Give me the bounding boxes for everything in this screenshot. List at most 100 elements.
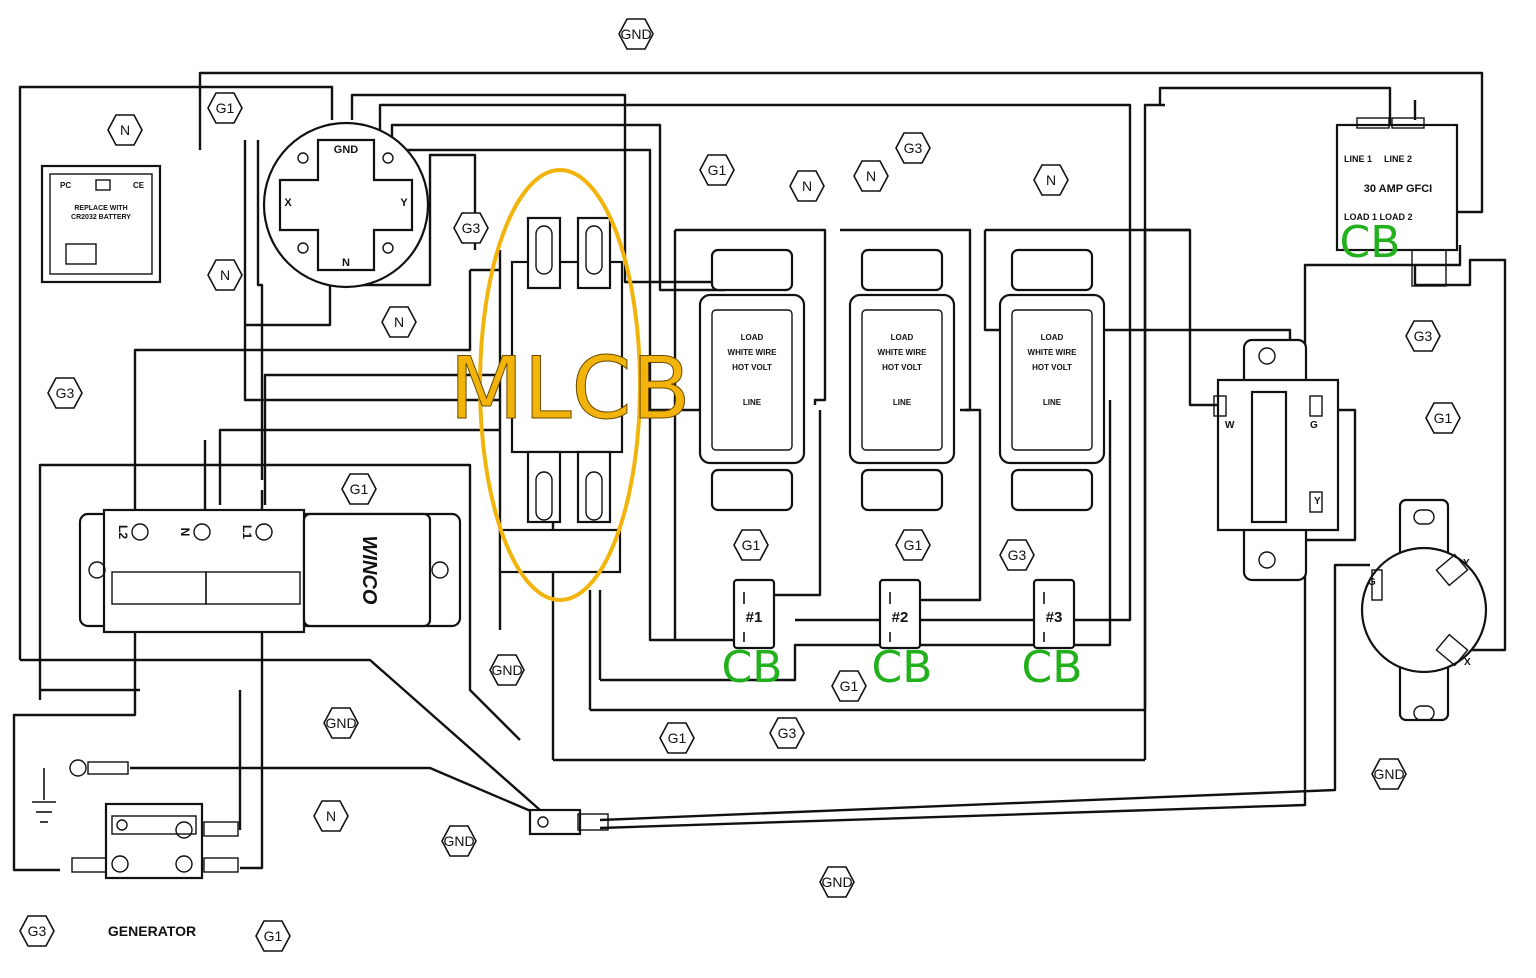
label-g1-generator: G1 bbox=[255, 920, 291, 952]
label-g3-left: G3 bbox=[47, 377, 83, 409]
label-g3-generator: G3 bbox=[19, 915, 55, 947]
svg-text:WINCO: WINCO bbox=[358, 536, 380, 605]
svg-text:N: N bbox=[394, 314, 404, 330]
wires bbox=[12, 71, 1507, 872]
svg-text:N: N bbox=[802, 178, 812, 194]
label-g1-br1: G1 bbox=[733, 529, 769, 561]
svg-text:G1: G1 bbox=[1434, 410, 1453, 426]
gfci-30-amp: LINE 1 LINE 2 30 AMP GFCI LOAD 1 LOAD 2 bbox=[1335, 117, 1459, 287]
svg-text:LOAD 1 LOAD 2: LOAD 1 LOAD 2 bbox=[1344, 212, 1413, 222]
svg-text:N: N bbox=[220, 267, 230, 283]
svg-text:G3: G3 bbox=[778, 725, 797, 741]
cb-label-3: CB bbox=[1022, 642, 1083, 693]
svg-text:HOT VOLT: HOT VOLT bbox=[882, 363, 922, 372]
cb-label-2: CB bbox=[872, 642, 933, 693]
svg-text:G3: G3 bbox=[28, 923, 47, 939]
battery-panel: PC CE REPLACE WITH CR2032 BATTERY bbox=[40, 164, 162, 284]
svg-text:G3: G3 bbox=[1008, 547, 1027, 563]
label-n-generator: N bbox=[313, 800, 349, 832]
label-g3-right: G3 bbox=[1405, 320, 1441, 352]
svg-text:G3: G3 bbox=[1414, 328, 1433, 344]
label-gnd-right: GND bbox=[1371, 758, 1407, 790]
svg-text:L2: L2 bbox=[116, 525, 130, 539]
label-g1-outlet: G1 bbox=[699, 154, 735, 186]
svg-text:G1: G1 bbox=[264, 928, 283, 944]
label-n-left: N bbox=[207, 259, 243, 291]
svg-text:G: G bbox=[1310, 420, 1318, 431]
svg-text:WHITE WIRE: WHITE WIRE bbox=[878, 348, 928, 357]
svg-text:G1: G1 bbox=[668, 730, 687, 746]
label-g3-receptacle: G3 bbox=[453, 212, 489, 244]
svg-text:G3: G3 bbox=[904, 140, 923, 156]
svg-text:Y: Y bbox=[1463, 558, 1470, 569]
svg-text:LINE: LINE bbox=[1043, 398, 1062, 407]
svg-text:G: G bbox=[1368, 577, 1376, 588]
label-g1-right: G1 bbox=[1425, 402, 1461, 434]
svg-text:CE: CE bbox=[133, 181, 145, 190]
transformer: W G Y bbox=[1213, 338, 1340, 582]
svg-text:N: N bbox=[178, 528, 192, 537]
round-receptacle: GND X Y N bbox=[262, 121, 430, 289]
svg-text:N: N bbox=[326, 808, 336, 824]
label-g1-br2: G1 bbox=[895, 529, 931, 561]
label-gnd-top: GND bbox=[618, 18, 654, 50]
svg-text:X: X bbox=[1464, 657, 1471, 668]
svg-text:Y: Y bbox=[1314, 496, 1321, 507]
svg-text:N: N bbox=[866, 168, 876, 184]
svg-text:LOAD: LOAD bbox=[741, 333, 764, 342]
label-g1-top: G1 bbox=[207, 92, 243, 124]
mlcb-highlight-ellipse bbox=[478, 168, 642, 602]
svg-text:WHITE WIRE: WHITE WIRE bbox=[1028, 348, 1078, 357]
svg-text:G1: G1 bbox=[350, 481, 369, 497]
gfci-outlet-2: LOAD WHITE WIRE HOT VOLT LINE bbox=[848, 248, 956, 512]
label-g3-br3: G3 bbox=[999, 539, 1035, 571]
svg-text:LINE 1: LINE 1 bbox=[1344, 154, 1372, 164]
svg-text:GND: GND bbox=[325, 715, 356, 731]
svg-text:X: X bbox=[284, 197, 292, 209]
label-n-receptacle: N bbox=[381, 306, 417, 338]
svg-text:LINE: LINE bbox=[893, 398, 912, 407]
svg-text:#3: #3 bbox=[1046, 609, 1063, 626]
breaker-3: #3 bbox=[1032, 578, 1076, 650]
wire-labels: GND GND GND GND GND GND G1 G1 bbox=[19, 18, 1461, 952]
svg-text:Y: Y bbox=[400, 197, 408, 209]
label-gnd-mid: GND bbox=[489, 654, 525, 686]
cb-label-1: CB bbox=[722, 642, 783, 693]
label-gnd-left: GND bbox=[323, 707, 359, 739]
label-n-top: N bbox=[107, 114, 143, 146]
svg-text:G1: G1 bbox=[216, 100, 235, 116]
svg-text:GND: GND bbox=[620, 26, 651, 42]
breaker-2: #2 bbox=[878, 578, 922, 650]
svg-text:HOT VOLT: HOT VOLT bbox=[1032, 363, 1072, 372]
gfci-outlet-1: LOAD WHITE WIRE HOT VOLT LINE bbox=[698, 248, 806, 512]
svg-text:LINE 2: LINE 2 bbox=[1384, 154, 1412, 164]
svg-text:GND: GND bbox=[821, 874, 852, 890]
svg-text:CR2032 BATTERY: CR2032 BATTERY bbox=[71, 214, 131, 221]
label-g1-gen: G1 bbox=[341, 473, 377, 505]
svg-text:L1: L1 bbox=[240, 525, 254, 539]
svg-text:G1: G1 bbox=[708, 162, 727, 178]
svg-text:LOAD: LOAD bbox=[1041, 333, 1064, 342]
ground-lug bbox=[528, 808, 609, 836]
annotations: MLCB CB CB CB CB bbox=[449, 168, 1400, 693]
breaker-1: #1 bbox=[732, 578, 776, 650]
mlcb-label: MLCB bbox=[449, 339, 690, 439]
svg-text:G1: G1 bbox=[840, 678, 859, 694]
svg-text:G3: G3 bbox=[462, 220, 481, 236]
generator-control-block: L2 N L1 WINCO bbox=[78, 508, 462, 634]
svg-text:N: N bbox=[120, 122, 130, 138]
label-gnd-bottom: GND bbox=[441, 825, 477, 857]
label-g3-bottom: G3 bbox=[769, 717, 805, 749]
label-g1-bottom: G1 bbox=[831, 670, 867, 702]
svg-text:LINE: LINE bbox=[743, 398, 762, 407]
label-gnd-lower: GND bbox=[819, 866, 855, 898]
svg-text:WHITE WIRE: WHITE WIRE bbox=[728, 348, 778, 357]
svg-text:N: N bbox=[342, 257, 350, 269]
svg-text:LOAD: LOAD bbox=[891, 333, 914, 342]
svg-text:G1: G1 bbox=[742, 537, 761, 553]
svg-text:#2: #2 bbox=[892, 609, 909, 626]
gfci-outlet-3: LOAD WHITE WIRE HOT VOLT LINE bbox=[998, 248, 1106, 512]
generator-terminal: GENERATOR bbox=[32, 759, 239, 939]
svg-text:G3: G3 bbox=[56, 385, 75, 401]
